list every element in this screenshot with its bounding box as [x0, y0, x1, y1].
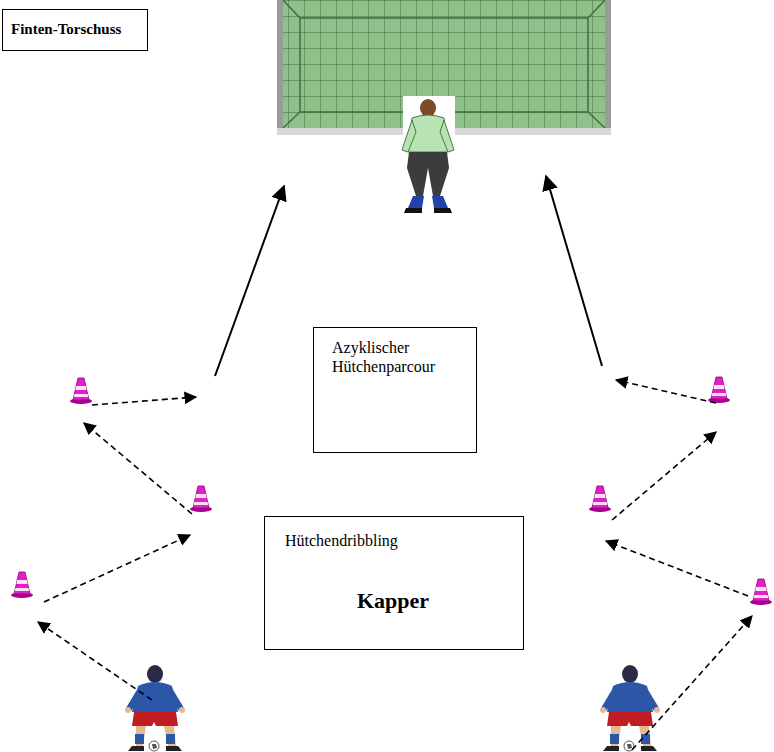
text-box: Azyklischer Hütchenparcour [313, 327, 477, 453]
text-box: HütchendribblingKapper [264, 516, 524, 650]
players [125, 665, 660, 751]
box-label: Finten-Torschuss [11, 20, 139, 38]
text-box: Finten-Torschuss [2, 9, 148, 51]
goalkeeper [402, 96, 455, 216]
box-label: Hütchendribbling [285, 531, 503, 550]
box-label: Azyklischer Hütchenparcour [332, 338, 460, 376]
shot-arrows [215, 176, 602, 376]
box-heading: Kapper [357, 588, 503, 614]
